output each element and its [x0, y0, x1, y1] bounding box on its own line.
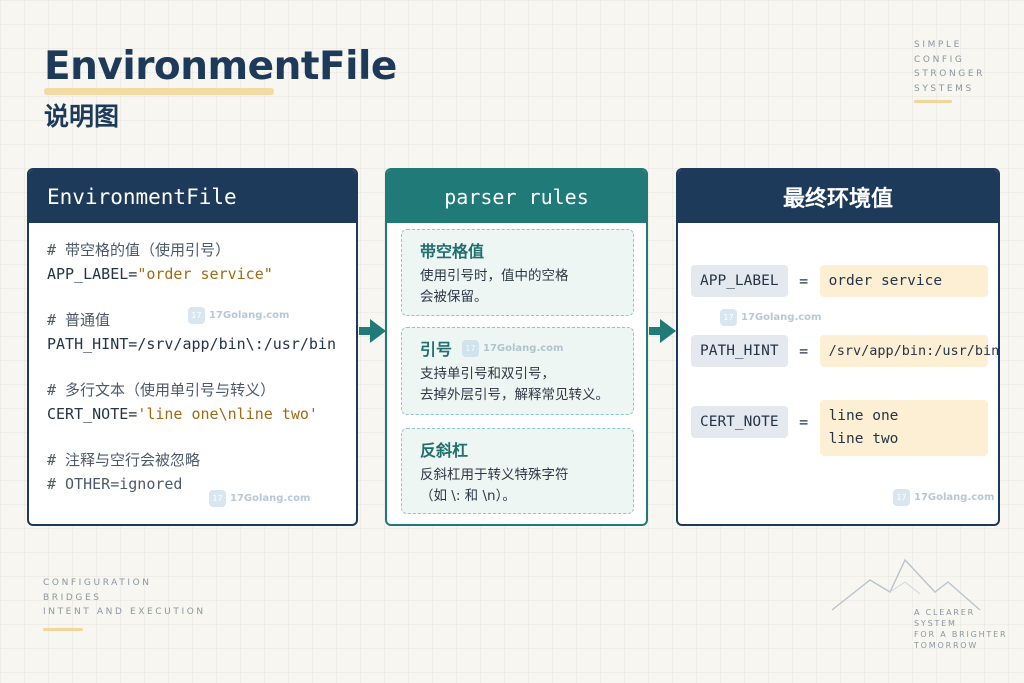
corner-accent-bar — [43, 628, 83, 631]
watermark: 17 17Golang.com — [720, 309, 821, 326]
tag-line: SYSTEMS — [914, 83, 974, 94]
arrow-right-icon — [649, 319, 676, 343]
watermark-text: 17Golang.com — [209, 310, 290, 321]
mountain-icon — [831, 558, 981, 611]
code-line: APP_LABEL="order service" — [47, 262, 356, 286]
equals-sign: = — [799, 342, 809, 360]
code-value: 'line one\nline two' — [137, 405, 318, 423]
code-key: PATH_HINT= — [47, 335, 138, 353]
tag-line: CONFIG — [914, 54, 965, 65]
rule-title: 反斜杠 — [420, 441, 469, 460]
parser-rules-panel: parser rules 带空格值 使用引号时，值中的空格 会被保留。 引号 支… — [385, 168, 648, 526]
rule-description: 反斜杠用于转义特殊字符 （如 \: 和 \n）。 — [420, 467, 569, 504]
code-entry: # 普通值 PATH_HINT=/srv/app/bin\:/usr/bin — [47, 308, 356, 356]
env-row: PATH_HINT = /srv/app/bin:/usr/bin — [691, 335, 1000, 367]
final-env-panel: 最终环境值 APP_LABEL = order service PATH_HIN… — [676, 168, 1000, 526]
code-comment: # 多行文本（使用单引号与转义） — [47, 381, 276, 399]
panel-header: EnvironmentFile — [29, 170, 356, 223]
corner-tag-bottom-right: A CLEARER SYSTEM FOR A BRIGHTER TOMORROW — [914, 607, 1007, 651]
env-key: CERT_NOTE — [691, 406, 788, 438]
tag-line: FOR A BRIGHTER — [914, 630, 1008, 639]
watermark: 17 17Golang.com — [188, 307, 289, 324]
rule-description: 支持单引号和双引号， 去掉外层引号，解释常见转义。 — [420, 366, 609, 403]
code-line: # OTHER=ignored — [47, 475, 183, 493]
code-comment: # 带空格的值（使用引号） — [47, 241, 231, 259]
env-value-line: line two — [828, 431, 899, 447]
code-key: APP_LABEL= — [47, 265, 138, 283]
panel-header: 最终环境值 — [678, 170, 998, 223]
env-row: APP_LABEL = order service — [691, 265, 988, 297]
code-key: CERT_NOTE= — [47, 405, 138, 423]
corner-accent-bar — [914, 100, 952, 103]
code-line: CERT_NOTE='line one\nline two' — [47, 402, 356, 426]
code-block: # 带空格的值（使用引号） APP_LABEL="order service" … — [29, 223, 356, 496]
code-entry: # 多行文本（使用单引号与转义） CERT_NOTE='line one\nli… — [47, 378, 356, 426]
title-block: EnvironmentFile 说明图 — [44, 44, 397, 133]
env-row: CERT_NOTE = line one line two — [691, 400, 988, 456]
env-value-line: line one — [828, 408, 899, 424]
rule-title: 引号 — [420, 340, 453, 359]
env-value-line: /srv/app/bin:/usr/bin — [828, 342, 1000, 359]
env-value: order service — [819, 265, 988, 297]
tag-line: INTENT AND EXECUTION — [43, 607, 206, 617]
watermark-logo-icon: 17 — [209, 490, 226, 507]
panel-header: parser rules — [387, 170, 646, 223]
corner-tag-bottom-left: CONFIGURATION BRIDGES INTENT AND EXECUTI… — [43, 576, 206, 620]
tag-line: CONFIGURATION — [43, 578, 152, 588]
watermark-logo-icon: 17 — [462, 340, 479, 357]
tag-line: STRONGER — [914, 69, 985, 79]
watermark: 17 17Golang.com — [209, 490, 310, 507]
env-key: PATH_HINT — [691, 335, 788, 367]
rule-card: 引号 支持单引号和双引号， 去掉外层引号，解释常见转义。 — [401, 327, 634, 415]
tag-line: SIMPLE — [914, 40, 962, 50]
equals-sign: = — [799, 272, 809, 290]
tag-line: BRIDGES — [43, 592, 102, 603]
rule-title: 带空格值 — [420, 242, 485, 261]
watermark-text: 17Golang.com — [741, 312, 822, 323]
watermark: 17 17Golang.com — [462, 340, 563, 357]
code-line: PATH_HINT=/srv/app/bin\:/usr/bin — [47, 332, 356, 356]
watermark: 17 17Golang.com — [893, 489, 994, 506]
watermark-logo-icon: 17 — [893, 489, 910, 506]
env-key: APP_LABEL — [691, 265, 788, 297]
code-entry: # 带空格的值（使用引号） APP_LABEL="order service" — [47, 238, 356, 286]
env-value-line: order service — [828, 272, 943, 289]
code-value: "order service" — [137, 265, 273, 283]
code-value: /srv/app/bin\:/usr/bin — [137, 335, 336, 353]
equals-sign: = — [799, 413, 809, 431]
rule-card: 带空格值 使用引号时，值中的空格 会被保留。 — [401, 229, 634, 316]
page-subtitle: 说明图 — [44, 102, 120, 131]
rule-description: 使用引号时，值中的空格 会被保留。 — [420, 268, 569, 305]
tag-line: SYSTEM — [914, 619, 957, 628]
env-value: /srv/app/bin:/usr/bin — [819, 335, 1000, 367]
environmentfile-panel: EnvironmentFile # 带空格的值（使用引号） APP_LABEL=… — [27, 168, 358, 526]
watermark-text: 17Golang.com — [230, 493, 311, 504]
code-comment: # 注释与空行会被忽略 — [47, 451, 201, 469]
page-title: EnvironmentFile — [44, 44, 397, 89]
env-value: line one line two — [819, 400, 988, 456]
rule-card: 反斜杠 反斜杠用于转义特殊字符 （如 \: 和 \n）。 — [401, 428, 634, 514]
watermark-logo-icon: 17 — [720, 309, 737, 326]
watermark-text: 17Golang.com — [483, 343, 564, 354]
watermark-text: 17Golang.com — [914, 492, 995, 503]
watermark-logo-icon: 17 — [188, 307, 205, 324]
title-underline — [44, 88, 274, 95]
tag-line: TOMORROW — [914, 641, 979, 650]
corner-tag-top-right: SIMPLE CONFIG STRONGER SYSTEMS — [914, 38, 985, 96]
code-comment: # 普通值 — [47, 311, 111, 329]
tag-line: A CLEARER — [914, 608, 975, 617]
code-entry: # 注释与空行会被忽略 # OTHER=ignored — [47, 448, 356, 496]
arrow-right-icon — [359, 319, 386, 343]
